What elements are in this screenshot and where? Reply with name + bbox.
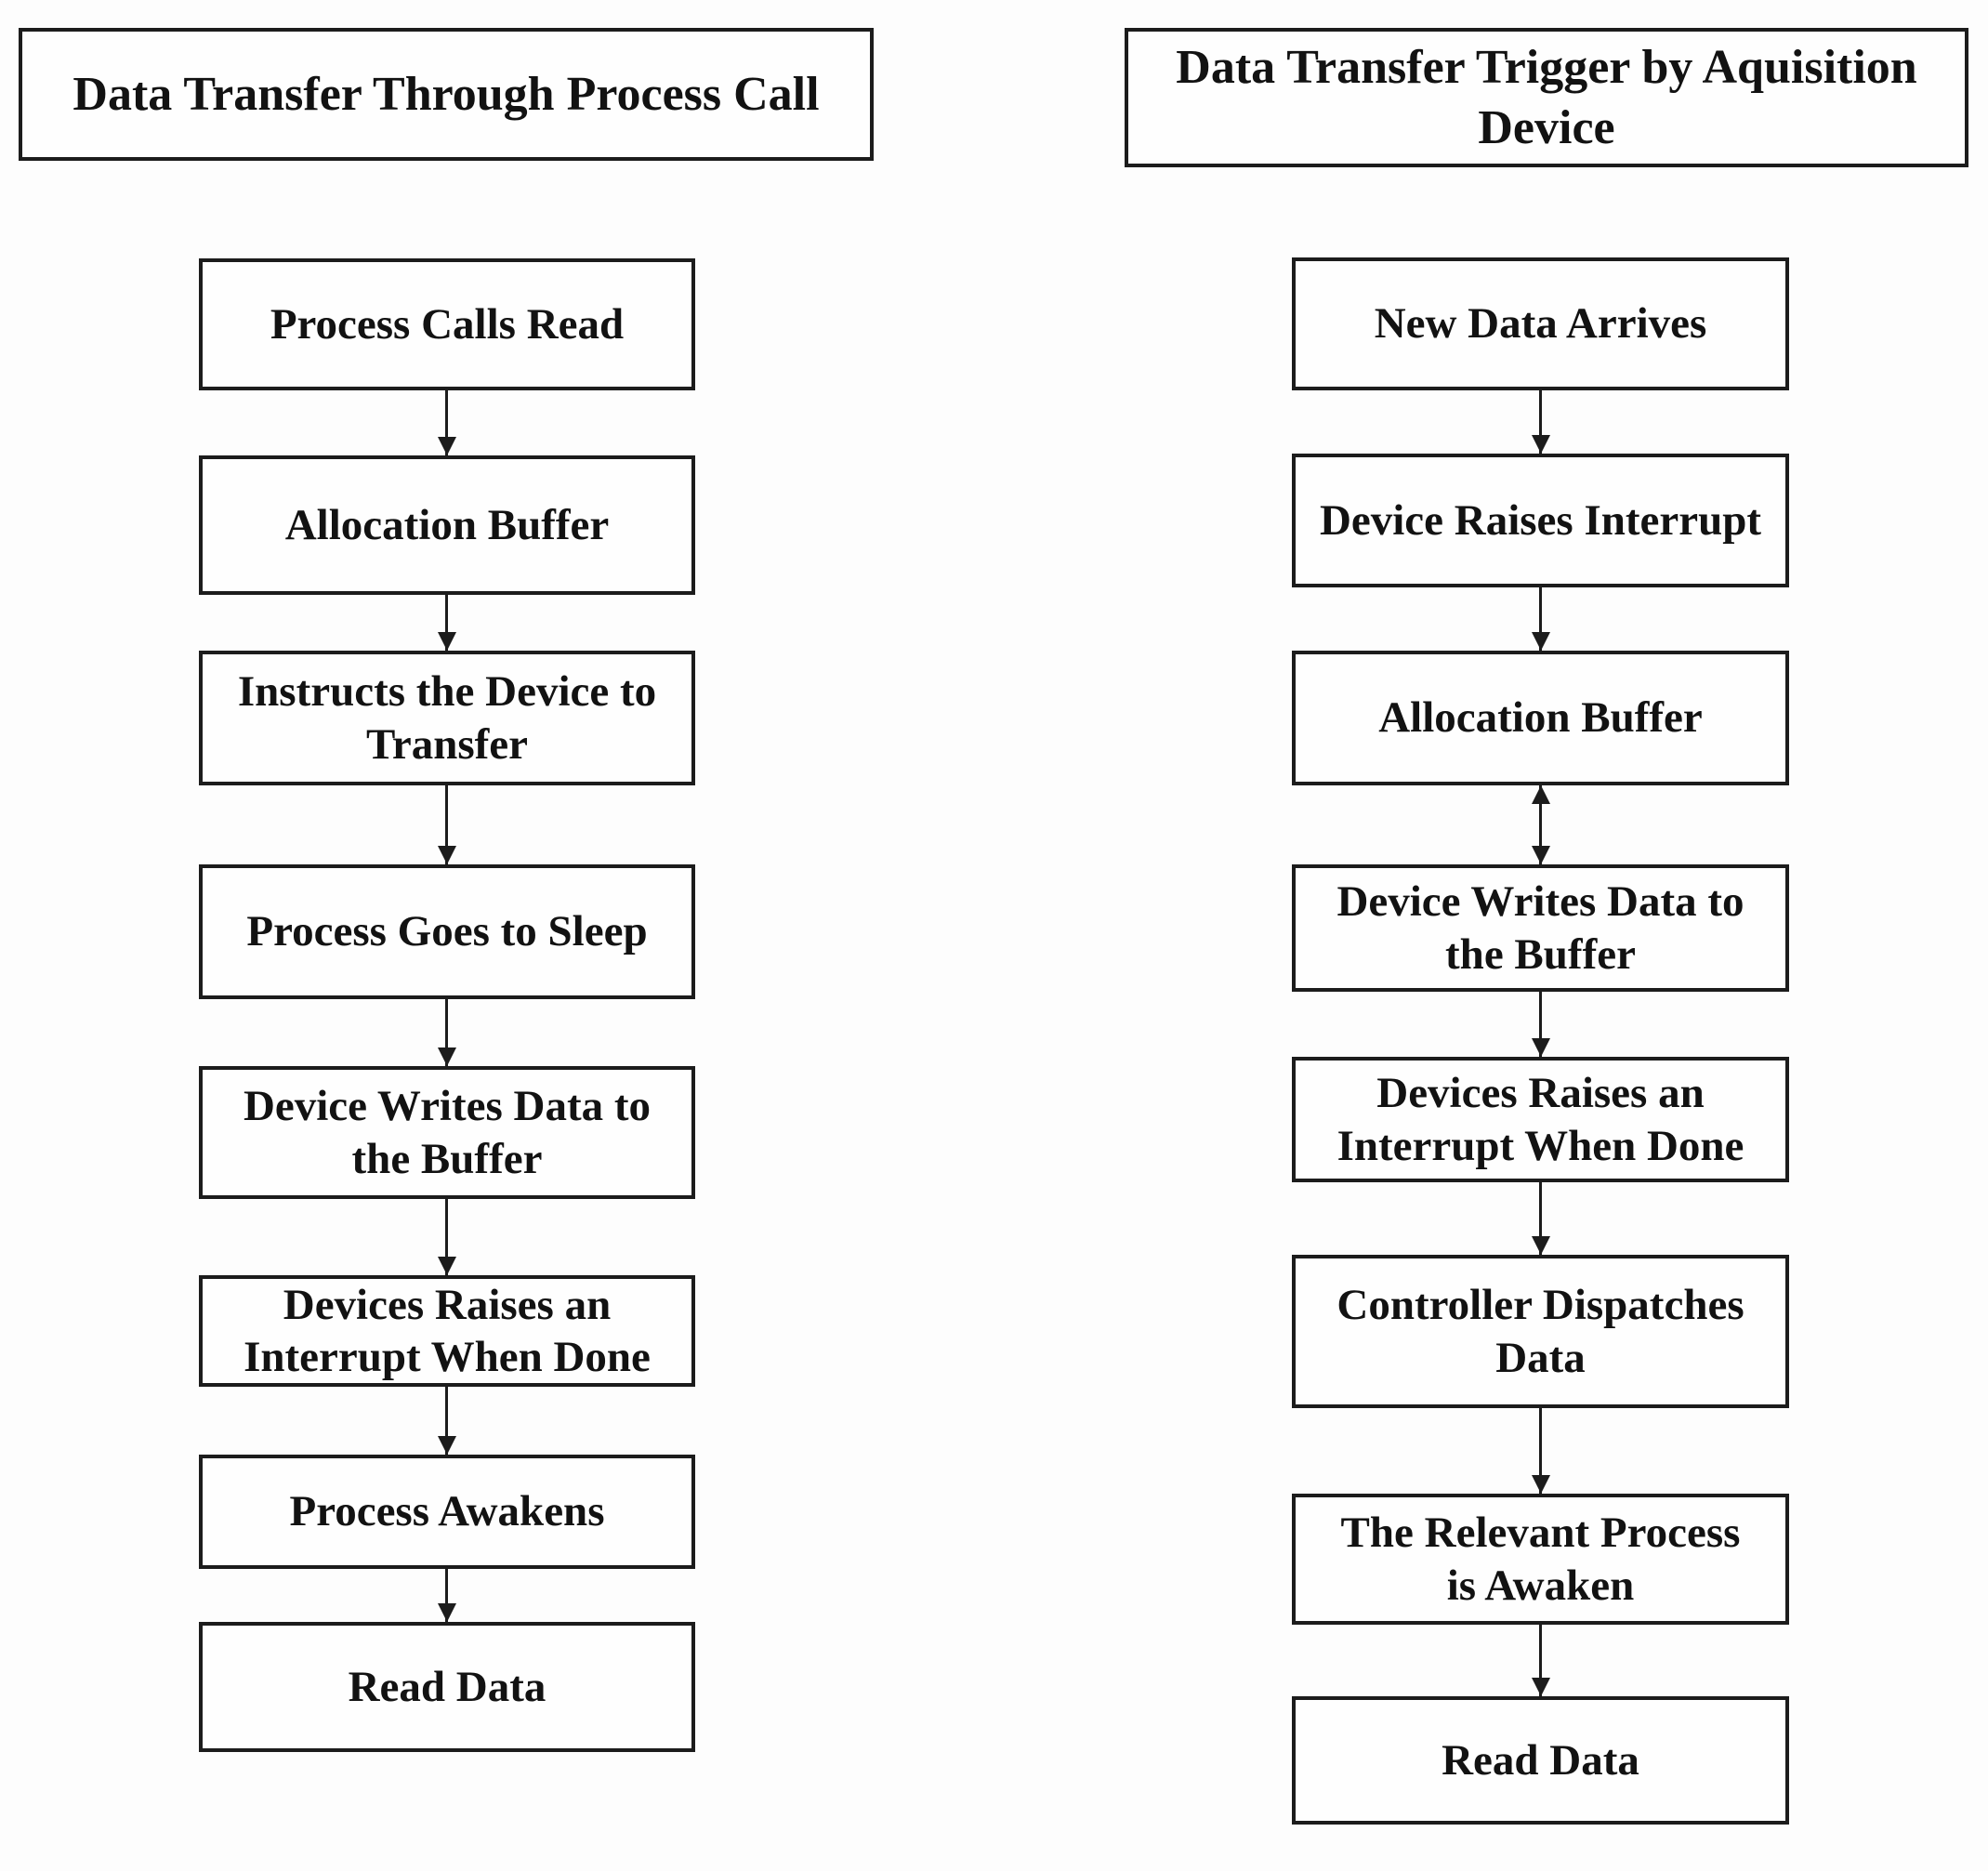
step-box-controller-dispatches-data: Controller Dispatches Data bbox=[1292, 1255, 1789, 1408]
down-arrow-icon bbox=[1531, 587, 1550, 651]
step-box-new-data-arrives: New Data Arrives bbox=[1292, 257, 1789, 390]
step-box-relevant-process-awaken: The Relevant Process is Awaken bbox=[1292, 1494, 1789, 1625]
step-box-process-goes-to-sleep: Process Goes to Sleep bbox=[199, 864, 695, 999]
step-box-device-writes-data-left: Device Writes Data to the Buffer bbox=[199, 1066, 695, 1199]
down-arrow-icon bbox=[1531, 1408, 1550, 1494]
step-box-device-raises-interrupt-done-left: Devices Raises an Interrupt When Done bbox=[199, 1275, 695, 1387]
down-arrow-icon bbox=[437, 595, 456, 651]
down-arrow-icon bbox=[437, 390, 456, 455]
right-column-title-box: Data Transfer Trigger by Aquisition Devi… bbox=[1125, 28, 1968, 167]
down-arrow-icon bbox=[437, 1387, 456, 1455]
step-box-process-calls-read: Process Calls Read bbox=[199, 258, 695, 390]
down-arrow-icon bbox=[1531, 1182, 1550, 1255]
down-arrow-icon bbox=[437, 785, 456, 864]
down-arrow-icon bbox=[1531, 390, 1550, 454]
down-arrow-icon bbox=[1531, 1625, 1550, 1696]
step-box-read-data-right: Read Data bbox=[1292, 1696, 1789, 1825]
step-box-device-raises-interrupt: Device Raises Interrupt bbox=[1292, 454, 1789, 587]
left-column-title-box: Data Transfer Through Process Call bbox=[19, 28, 874, 161]
down-arrow-icon bbox=[437, 999, 456, 1066]
down-arrow-icon bbox=[437, 1569, 456, 1622]
step-box-device-writes-data-right: Device Writes Data to the Buffer bbox=[1292, 864, 1789, 992]
step-box-read-data-left: Read Data bbox=[199, 1622, 695, 1752]
step-box-allocation-buffer-left: Allocation Buffer bbox=[199, 455, 695, 595]
double-arrow-icon bbox=[1531, 785, 1550, 864]
step-box-process-awakens: Process Awakens bbox=[199, 1455, 695, 1569]
step-box-instructs-device-transfer: Instructs the Device to Transfer bbox=[199, 651, 695, 785]
down-arrow-icon bbox=[1531, 992, 1550, 1057]
down-arrow-icon bbox=[437, 1199, 456, 1275]
step-box-device-raises-interrupt-done-right: Devices Raises an Interrupt When Done bbox=[1292, 1057, 1789, 1182]
step-box-allocation-buffer-right: Allocation Buffer bbox=[1292, 651, 1789, 785]
